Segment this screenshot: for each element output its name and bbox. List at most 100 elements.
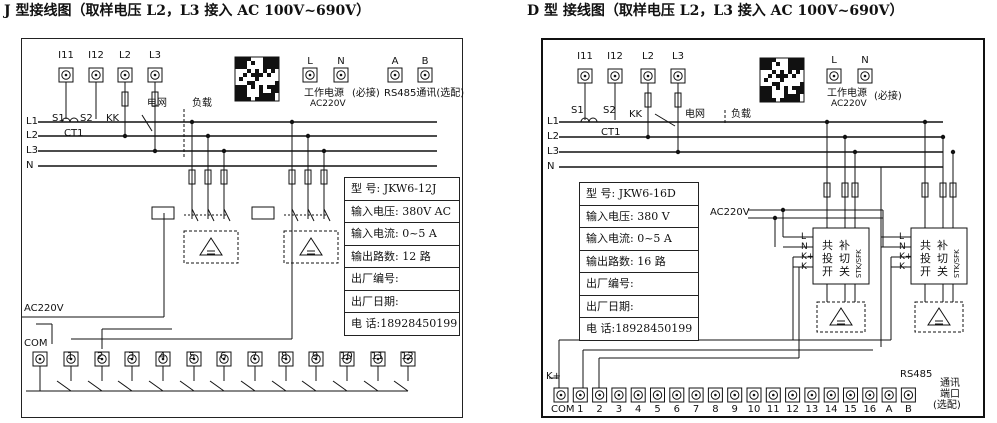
j-bottom-terminal-12-screw: [406, 357, 410, 361]
d-box1-node-1: [940, 134, 946, 140]
j-top-terminal-2-screw: [123, 73, 127, 77]
d-bottom-terminal-label-5: 5: [654, 404, 661, 415]
d-qr-code-module: [780, 74, 784, 78]
d-top-terminal-1-ring: [610, 71, 620, 81]
d-bottom-terminal-2-ring: [594, 390, 605, 400]
d-box0-node-2: [852, 149, 858, 155]
j-terminal-label-l3: L3: [149, 50, 161, 61]
j-line-l2-label: L2: [26, 130, 38, 141]
d-bottom-terminal-6-screw: [675, 393, 679, 397]
j-output-label-10: 10: [340, 351, 353, 362]
j-load-label: 负载: [192, 98, 212, 109]
d-load-label: 负载: [731, 109, 751, 120]
d-box1-char-1: 共: [822, 239, 833, 252]
d-bottom-terminal-15-ring: [845, 390, 856, 400]
j-output-label-12: 12: [401, 351, 414, 362]
d-power-terminal-l-ring: [829, 71, 839, 81]
j-group0-contact-2: [223, 208, 231, 222]
j-qr-code-module: [267, 93, 271, 97]
d-power-terminal-n-screw: [863, 74, 867, 78]
j-bottom-terminal-11-ring: [373, 354, 383, 364]
d-qr-code-module: [768, 94, 772, 98]
d-terminal-label-l2: L2: [642, 51, 654, 62]
d-kplus-label: K+: [546, 371, 561, 382]
j-spec-output-count: 输出路数: 12 路: [345, 246, 459, 268]
d-box0-cap-bank: [816, 301, 866, 333]
j-spec-input-voltage: 输入电压: 380V AC: [345, 201, 459, 223]
d-spec-input-voltage: 输入电压: 380 V: [580, 206, 698, 228]
d-qr-code-module: [796, 70, 800, 74]
d-qr-code-module: [788, 98, 792, 102]
d-bottom-terminal-8-ring: [710, 390, 721, 400]
j-group1-node-2: [321, 148, 327, 154]
d-box2-char-3: 投: [920, 252, 931, 265]
j-output-switch-8: [271, 380, 287, 392]
d-qr-code-module: [768, 98, 772, 102]
d-qr-code-module: [788, 66, 792, 70]
j-qr-code-module: [263, 61, 267, 65]
j-qr-code-module: [255, 69, 259, 73]
j-qr-code-module: [271, 61, 275, 65]
j-qr-code-module: [239, 85, 243, 89]
d-qr-code-module: [792, 62, 796, 66]
j-output-switch-7: [240, 380, 256, 392]
d-bottom-terminal-12-ring: [787, 390, 798, 400]
d-l3-node: [675, 149, 681, 155]
j-grid-label: 电网: [147, 98, 167, 109]
j-qr-code-module: [243, 89, 247, 93]
d-box2-char-5: 开: [920, 265, 931, 278]
d-qr-code-module: [760, 90, 764, 94]
d-bottom-terminal-label-4: 4: [635, 404, 642, 415]
j-top-terminal-0-screw: [64, 73, 68, 77]
j-terminal-label-l2: L2: [119, 50, 131, 61]
d-spec-phone: 电 话:18928450199: [586, 322, 693, 335]
j-rs485-terminal-b-ring: [420, 70, 430, 80]
j-bottom-terminal-4-ring: [158, 354, 168, 364]
d-bottom-terminal-18-ring: [903, 390, 914, 400]
j-spec-table: 型 号: JKW6-12J 输入电压: 380V AC 输入电流: 0~5 A …: [344, 177, 460, 336]
d-qr-code-module: [772, 58, 776, 62]
d-qr-code-module: [780, 70, 784, 74]
j-bottom-terminal-4-screw: [161, 357, 165, 361]
j-output-label-2: 2: [97, 351, 104, 362]
j-bottom-terminal-2-screw: [100, 357, 104, 361]
d-top-terminal-0-ring: [580, 71, 590, 81]
j-power-l-label: L: [307, 56, 313, 67]
j-group0-node-1: [205, 133, 211, 139]
j-s1-label: S1: [52, 113, 65, 124]
d-box1-model: STK/SFK: [855, 249, 863, 278]
j-qr-code-module: [271, 69, 275, 73]
d-bottom-terminal-18-screw: [907, 393, 910, 397]
j-bottom-terminal-11-screw: [376, 357, 380, 361]
j-output-label-4: 4: [159, 351, 166, 362]
j-output-switch-3: [117, 380, 133, 392]
d-switch-box-1: [910, 227, 968, 285]
j-com-label: COM: [24, 338, 48, 349]
j-group0-node-2: [221, 148, 227, 154]
d-qr-code-module: [764, 78, 768, 82]
j-top-terminal-1-screw: [94, 73, 98, 77]
d-box2-pin-kplus: K+: [899, 252, 913, 262]
j-group0-contact-0: [191, 208, 199, 222]
j-qr-code-module: [243, 65, 247, 69]
d-bottom-terminal-label-7: 7: [692, 404, 700, 415]
d-bottom-terminal-9-ring: [730, 390, 740, 400]
j-qr-code-module: [251, 81, 255, 85]
j-power-terminal-l-ring: [305, 70, 315, 80]
d-bottom-terminal-3-ring: [614, 390, 624, 400]
j-bottom-terminal-9-screw: [314, 357, 318, 361]
d-qr-code-module: [764, 86, 768, 90]
j-bottom-terminal-2-ring: [97, 354, 107, 364]
j-qr-code-module: [271, 85, 275, 89]
d-qr-code-module: [760, 58, 764, 62]
d-qr-code-module: [764, 58, 768, 62]
d-box1-char-5: 开: [822, 265, 833, 278]
j-line-n-label: N: [26, 160, 34, 171]
d-s2-label: S2: [603, 105, 616, 116]
j-qr-code-module: [243, 57, 247, 61]
j-qr-code-module: [247, 81, 251, 85]
j-output-label-5: 5: [189, 351, 196, 362]
j-qr-code-module: [275, 65, 279, 69]
j-top-terminal-2-ring: [120, 70, 130, 80]
d-bottom-terminal-3-screw: [617, 393, 621, 397]
